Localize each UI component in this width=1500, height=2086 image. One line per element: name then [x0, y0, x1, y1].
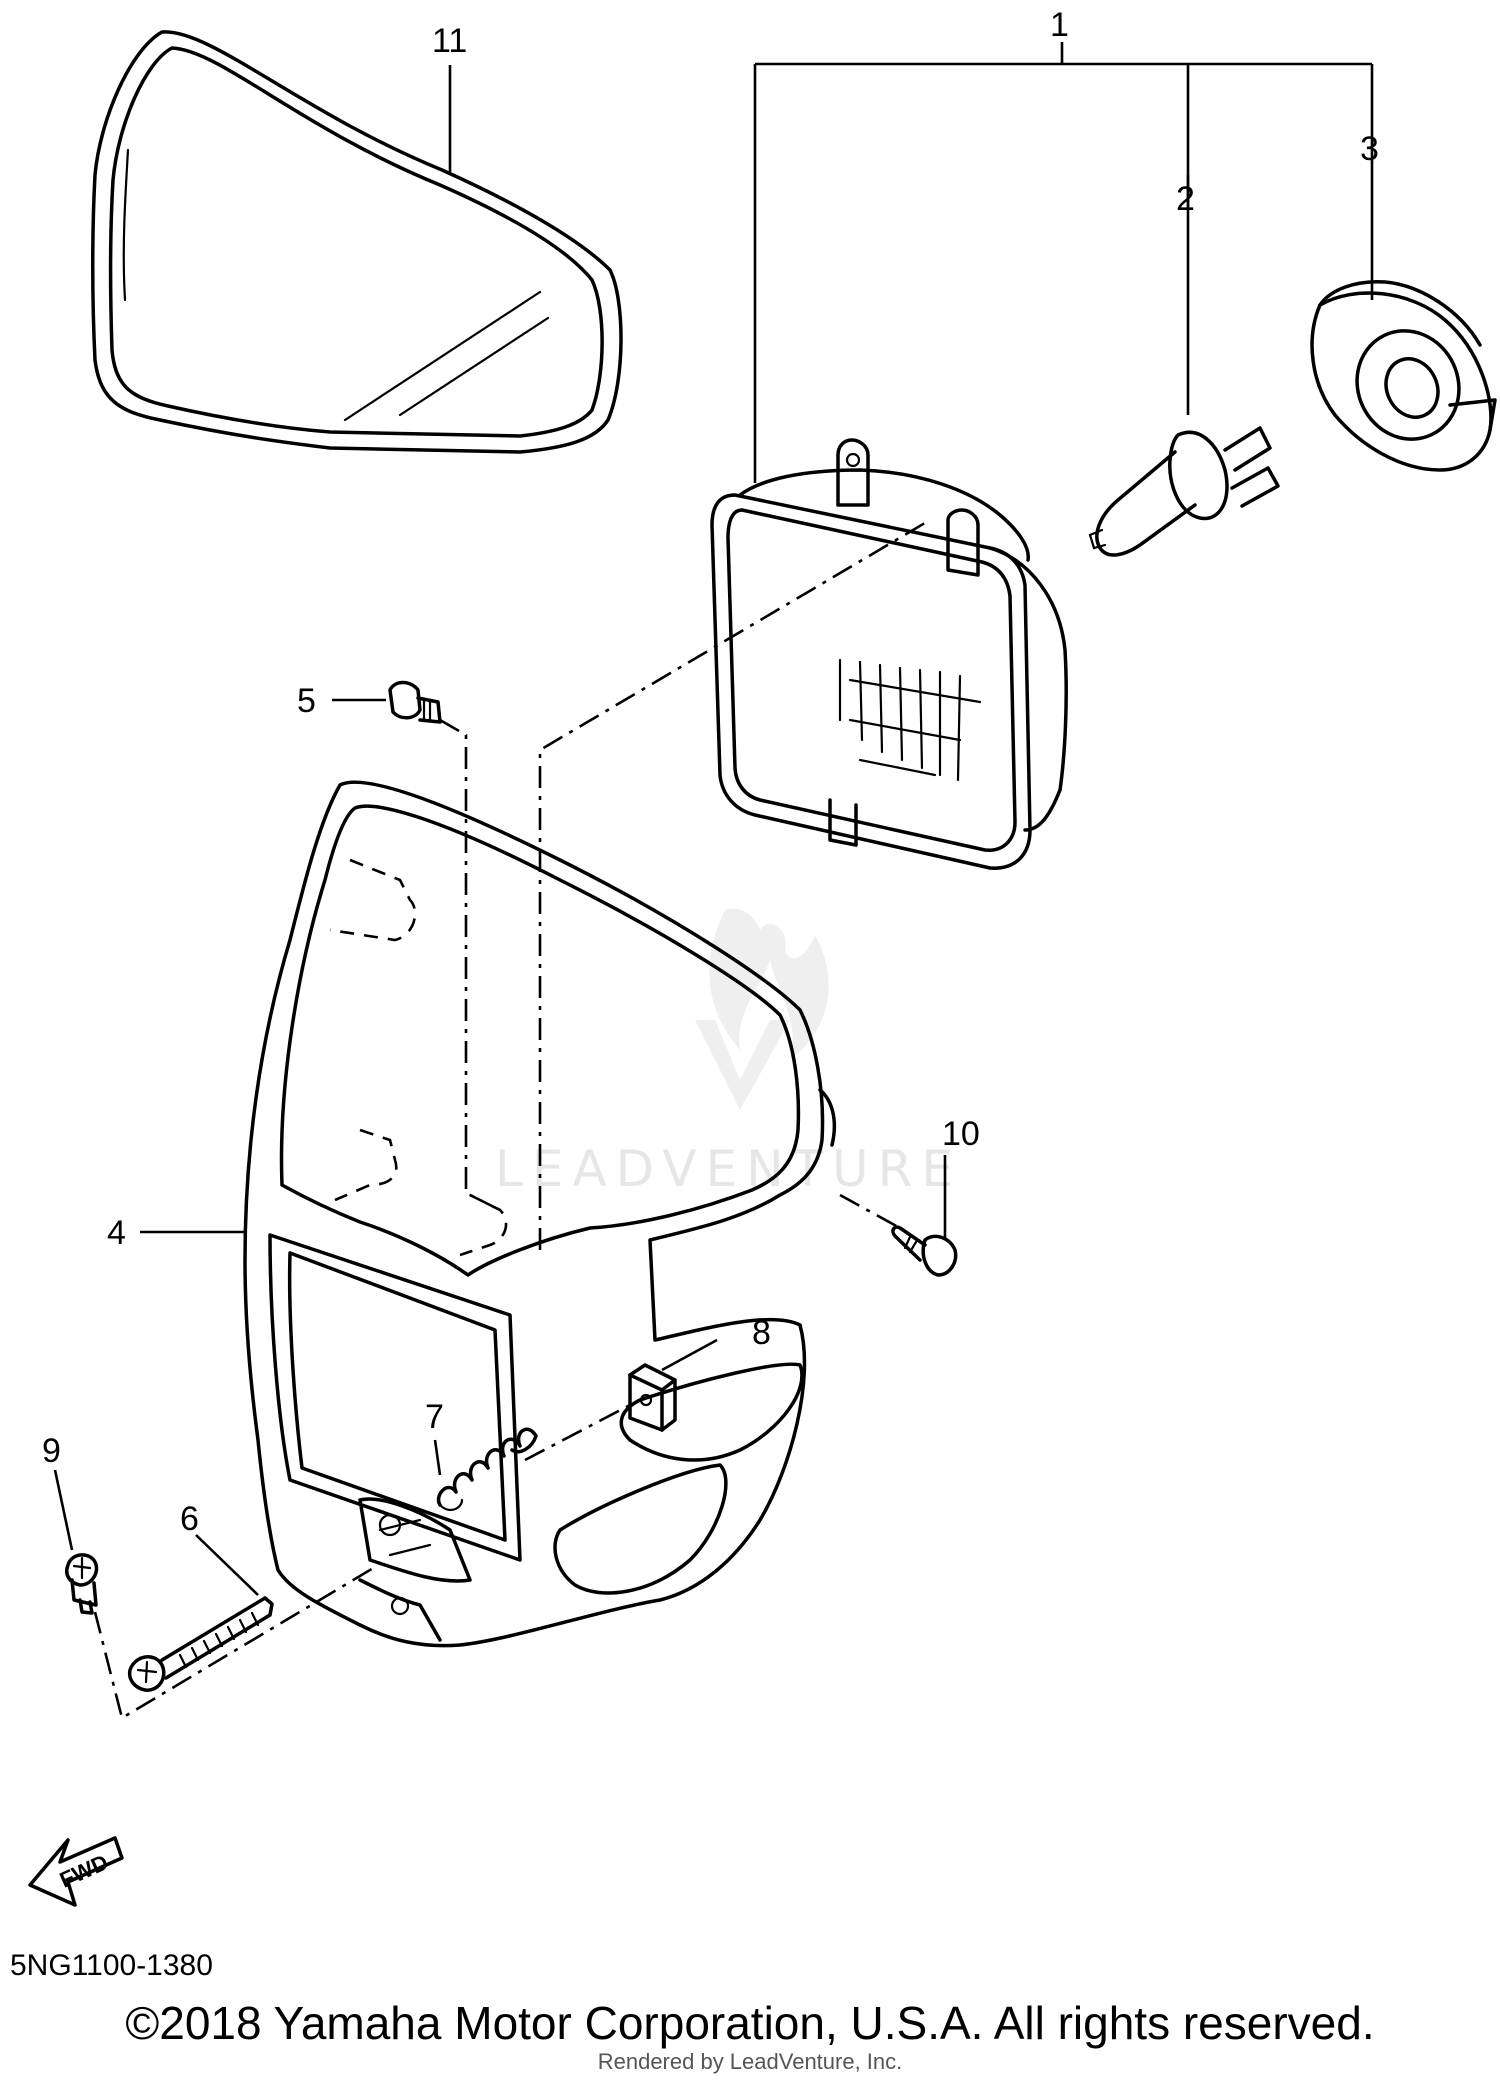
callout-9: 9 [42, 1432, 61, 1470]
callout-5: 5 [297, 682, 316, 720]
part-7-spring [436, 1427, 538, 1512]
fwd-label: FWD [56, 1849, 112, 1892]
part-2-bulb [1088, 426, 1280, 557]
callout-10: 10 [942, 1115, 980, 1153]
watermark-text: LEADVENTURE [495, 1140, 962, 1198]
part-3-socket [1310, 280, 1497, 472]
render-credit: Rendered by LeadVenture, Inc. [597, 2049, 903, 2074]
part-8-nut [628, 1363, 677, 1432]
callout-11: 11 [432, 22, 467, 60]
part-5-bolt [388, 680, 442, 724]
assembly-lines [93, 518, 931, 1721]
callout-2: 2 [1176, 180, 1195, 218]
part-10-bolt [891, 1225, 958, 1277]
callout-8: 8 [752, 1314, 771, 1352]
part-6-long-screw [127, 1596, 274, 1692]
leadventure-watermark: LEADVENTURE [495, 908, 962, 1198]
callout-3: 3 [1360, 130, 1379, 168]
diagram-code: 5NG1100-1380 [10, 1949, 213, 1982]
part-4-headlight-cowl [243, 780, 837, 1648]
callout-1: 1 [1050, 6, 1069, 44]
leader-lines [53, 42, 1374, 1596]
part-9-screw [65, 1553, 99, 1615]
copyright-notice: ©2018 Yamaha Motor Corporation, U.S.A. A… [125, 1997, 1375, 2049]
part-11-visor [91, 30, 623, 454]
callout-6: 6 [180, 1500, 199, 1538]
fwd-arrow-icon: FWD [28, 1836, 124, 1907]
part-1-headlight-unit [710, 438, 1068, 870]
callout-numbers: 1 2 3 4 5 6 7 8 9 10 11 [42, 6, 1379, 1538]
callout-4: 4 [107, 1214, 126, 1252]
callout-7: 7 [425, 1398, 444, 1436]
